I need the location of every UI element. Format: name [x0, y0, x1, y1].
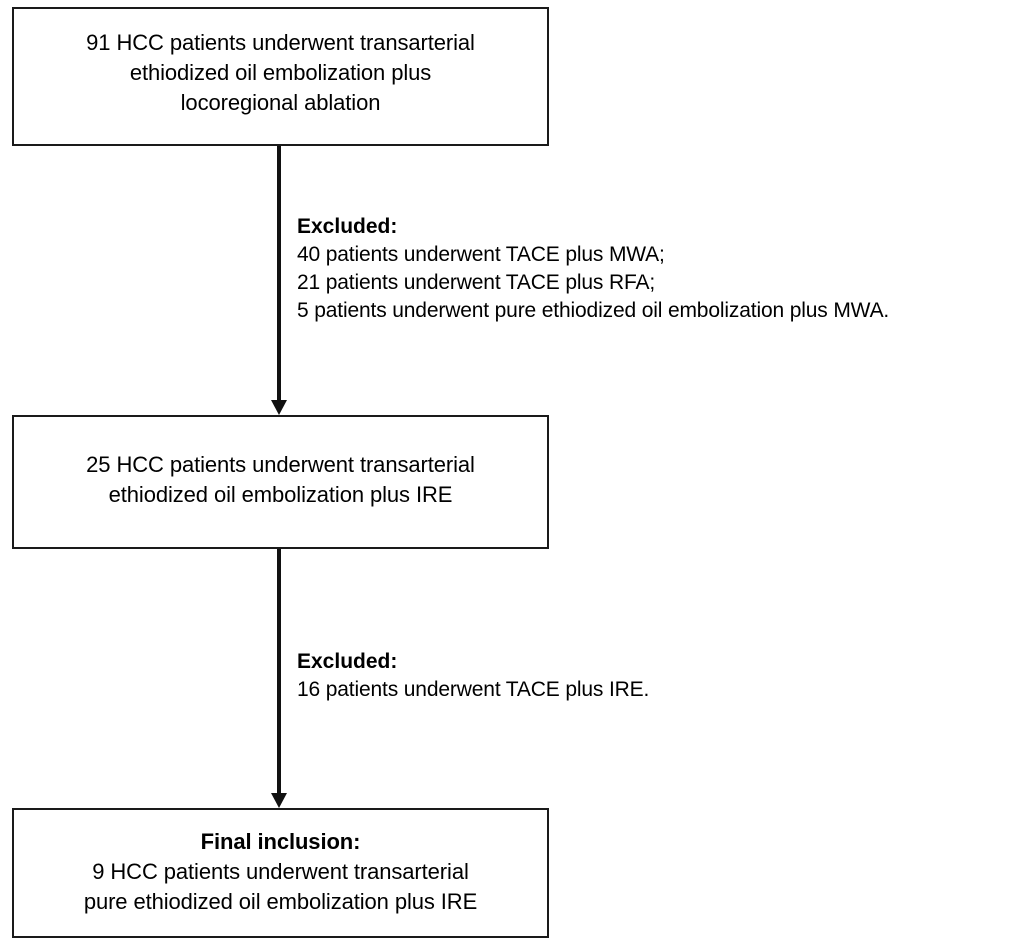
box-final-cohort: Final inclusion: 9 HCC patients underwen… — [12, 808, 549, 938]
box-initial-cohort-line-1: 91 HCC patients underwent transarterial — [86, 30, 475, 55]
box-initial-cohort-line-2: ethiodized oil embolization plus — [129, 60, 432, 85]
box-intermediate-cohort: 25 HCC patients underwent transarterial … — [12, 415, 549, 549]
box-final-cohort-heading: Final inclusion: — [200, 829, 361, 854]
box-intermediate-cohort-line-2: ethiodized oil embolization plus IRE — [108, 482, 453, 507]
exclusion-note-1-line-2: 21 patients underwent TACE plus RFA; — [297, 271, 656, 294]
exclusion-note-1-line-3: 5 patients underwent pure ethiodized oil… — [297, 299, 890, 322]
exclusion-note-2-heading: Excluded: — [297, 650, 398, 673]
box-final-cohort-line-2: pure ethiodized oil embolization plus IR… — [83, 889, 478, 914]
exclusion-note-1-line-1: 40 patients underwent TACE plus MWA; — [297, 243, 665, 266]
box-intermediate-cohort-line-1: 25 HCC patients underwent transarterial — [86, 452, 475, 477]
arrow-initial-to-intermediate — [271, 146, 287, 415]
box-initial-cohort-line-3: locoregional ablation — [180, 90, 381, 115]
exclusion-note-1-heading: Excluded: — [297, 215, 398, 238]
box-final-cohort-line-1: 9 HCC patients underwent transarterial — [92, 859, 469, 884]
exclusion-note-2-line-1: 16 patients underwent TACE plus IRE. — [297, 678, 650, 701]
exclusion-note-1: Excluded: 40 patients underwent TACE plu… — [297, 213, 889, 325]
arrow-intermediate-to-final — [271, 549, 287, 808]
exclusion-note-2: Excluded: 16 patients underwent TACE plu… — [297, 648, 649, 704]
box-initial-cohort: 91 HCC patients underwent transarterial … — [12, 7, 549, 146]
